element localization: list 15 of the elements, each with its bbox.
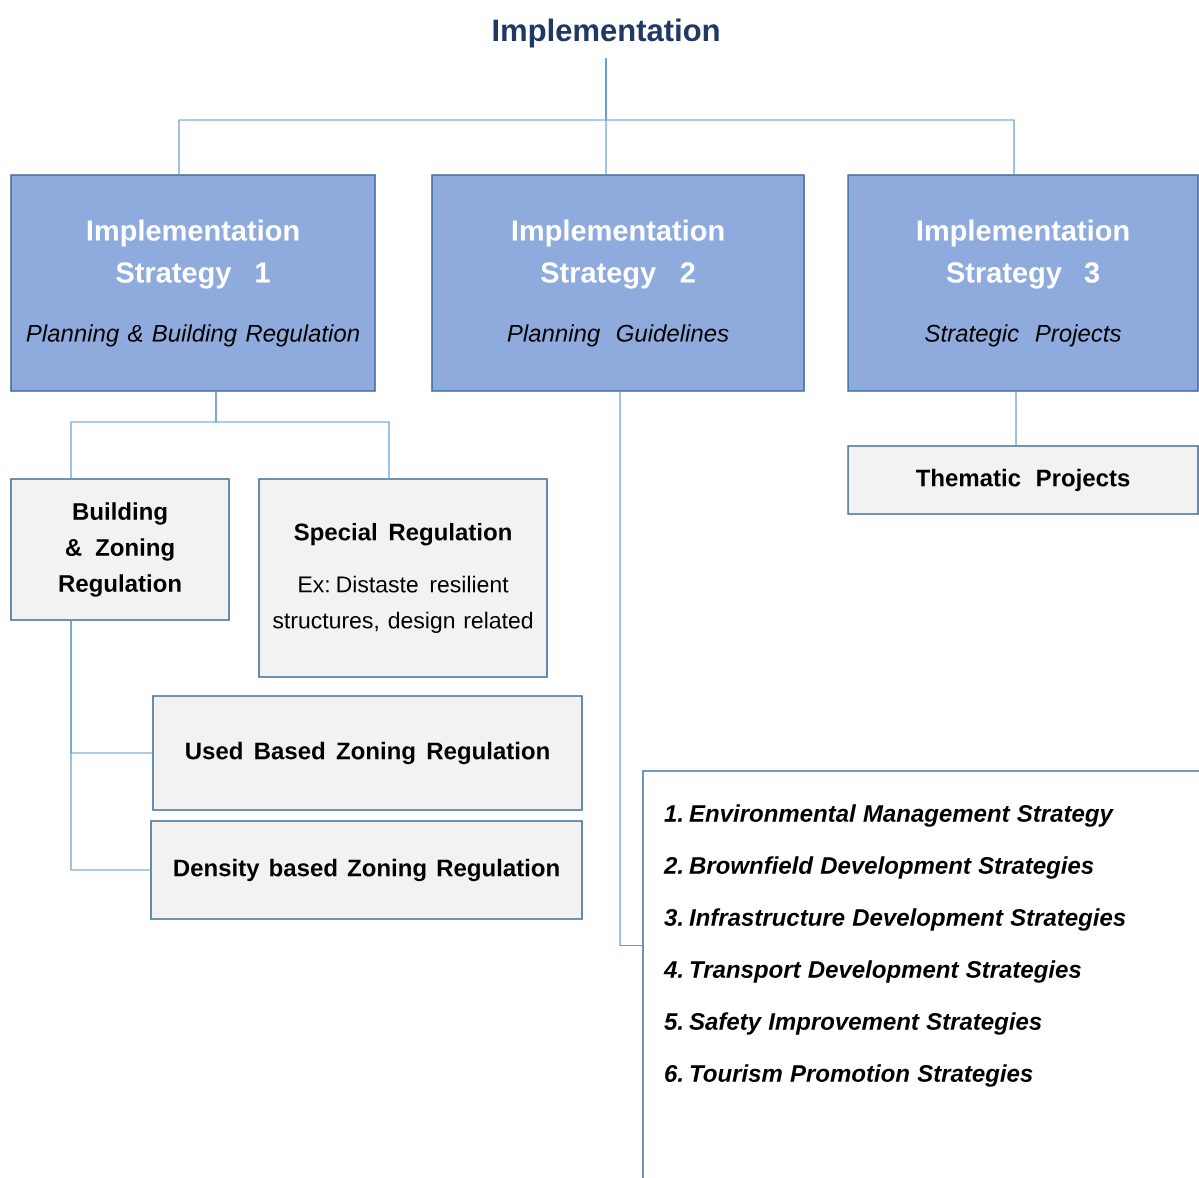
strategy-box: Implementation Strategy 2 Planning Guidelines — [431, 174, 805, 392]
connector-line — [215, 391, 390, 479]
connector-line — [619, 391, 644, 947]
regulation-box: Building & Zoning Regulation — [10, 478, 230, 621]
regulation-box: Density based Zoning Regulation — [150, 820, 583, 920]
strategy-list: 1. Environmental Management Strategy 2. Brownfield Development Strategies 3. Infrastructure Development Strategies 4. Transport Development Strategies 5. Safety Improvement Strategies 6. Tourism Promotion Strategies — [642, 770, 1199, 1178]
connector-line — [1015, 391, 1017, 446]
connector-line — [605, 57, 1015, 175]
regulation-box: Thematic Projects — [847, 445, 1199, 515]
title-text: Implementation — [493, 18, 719, 48]
regulation-box: Used Based Zoning Regulation — [152, 695, 583, 811]
strategy-box: Implementation Strategy 1 Planning & Building Regulation — [10, 174, 376, 392]
regulation-box: Special Regulation Ex: Distaste resilient structures, design related — [258, 478, 548, 678]
connector-line — [70, 620, 151, 871]
strategy-box: Implementation Strategy 3 Strategic Projects — [847, 174, 1199, 392]
